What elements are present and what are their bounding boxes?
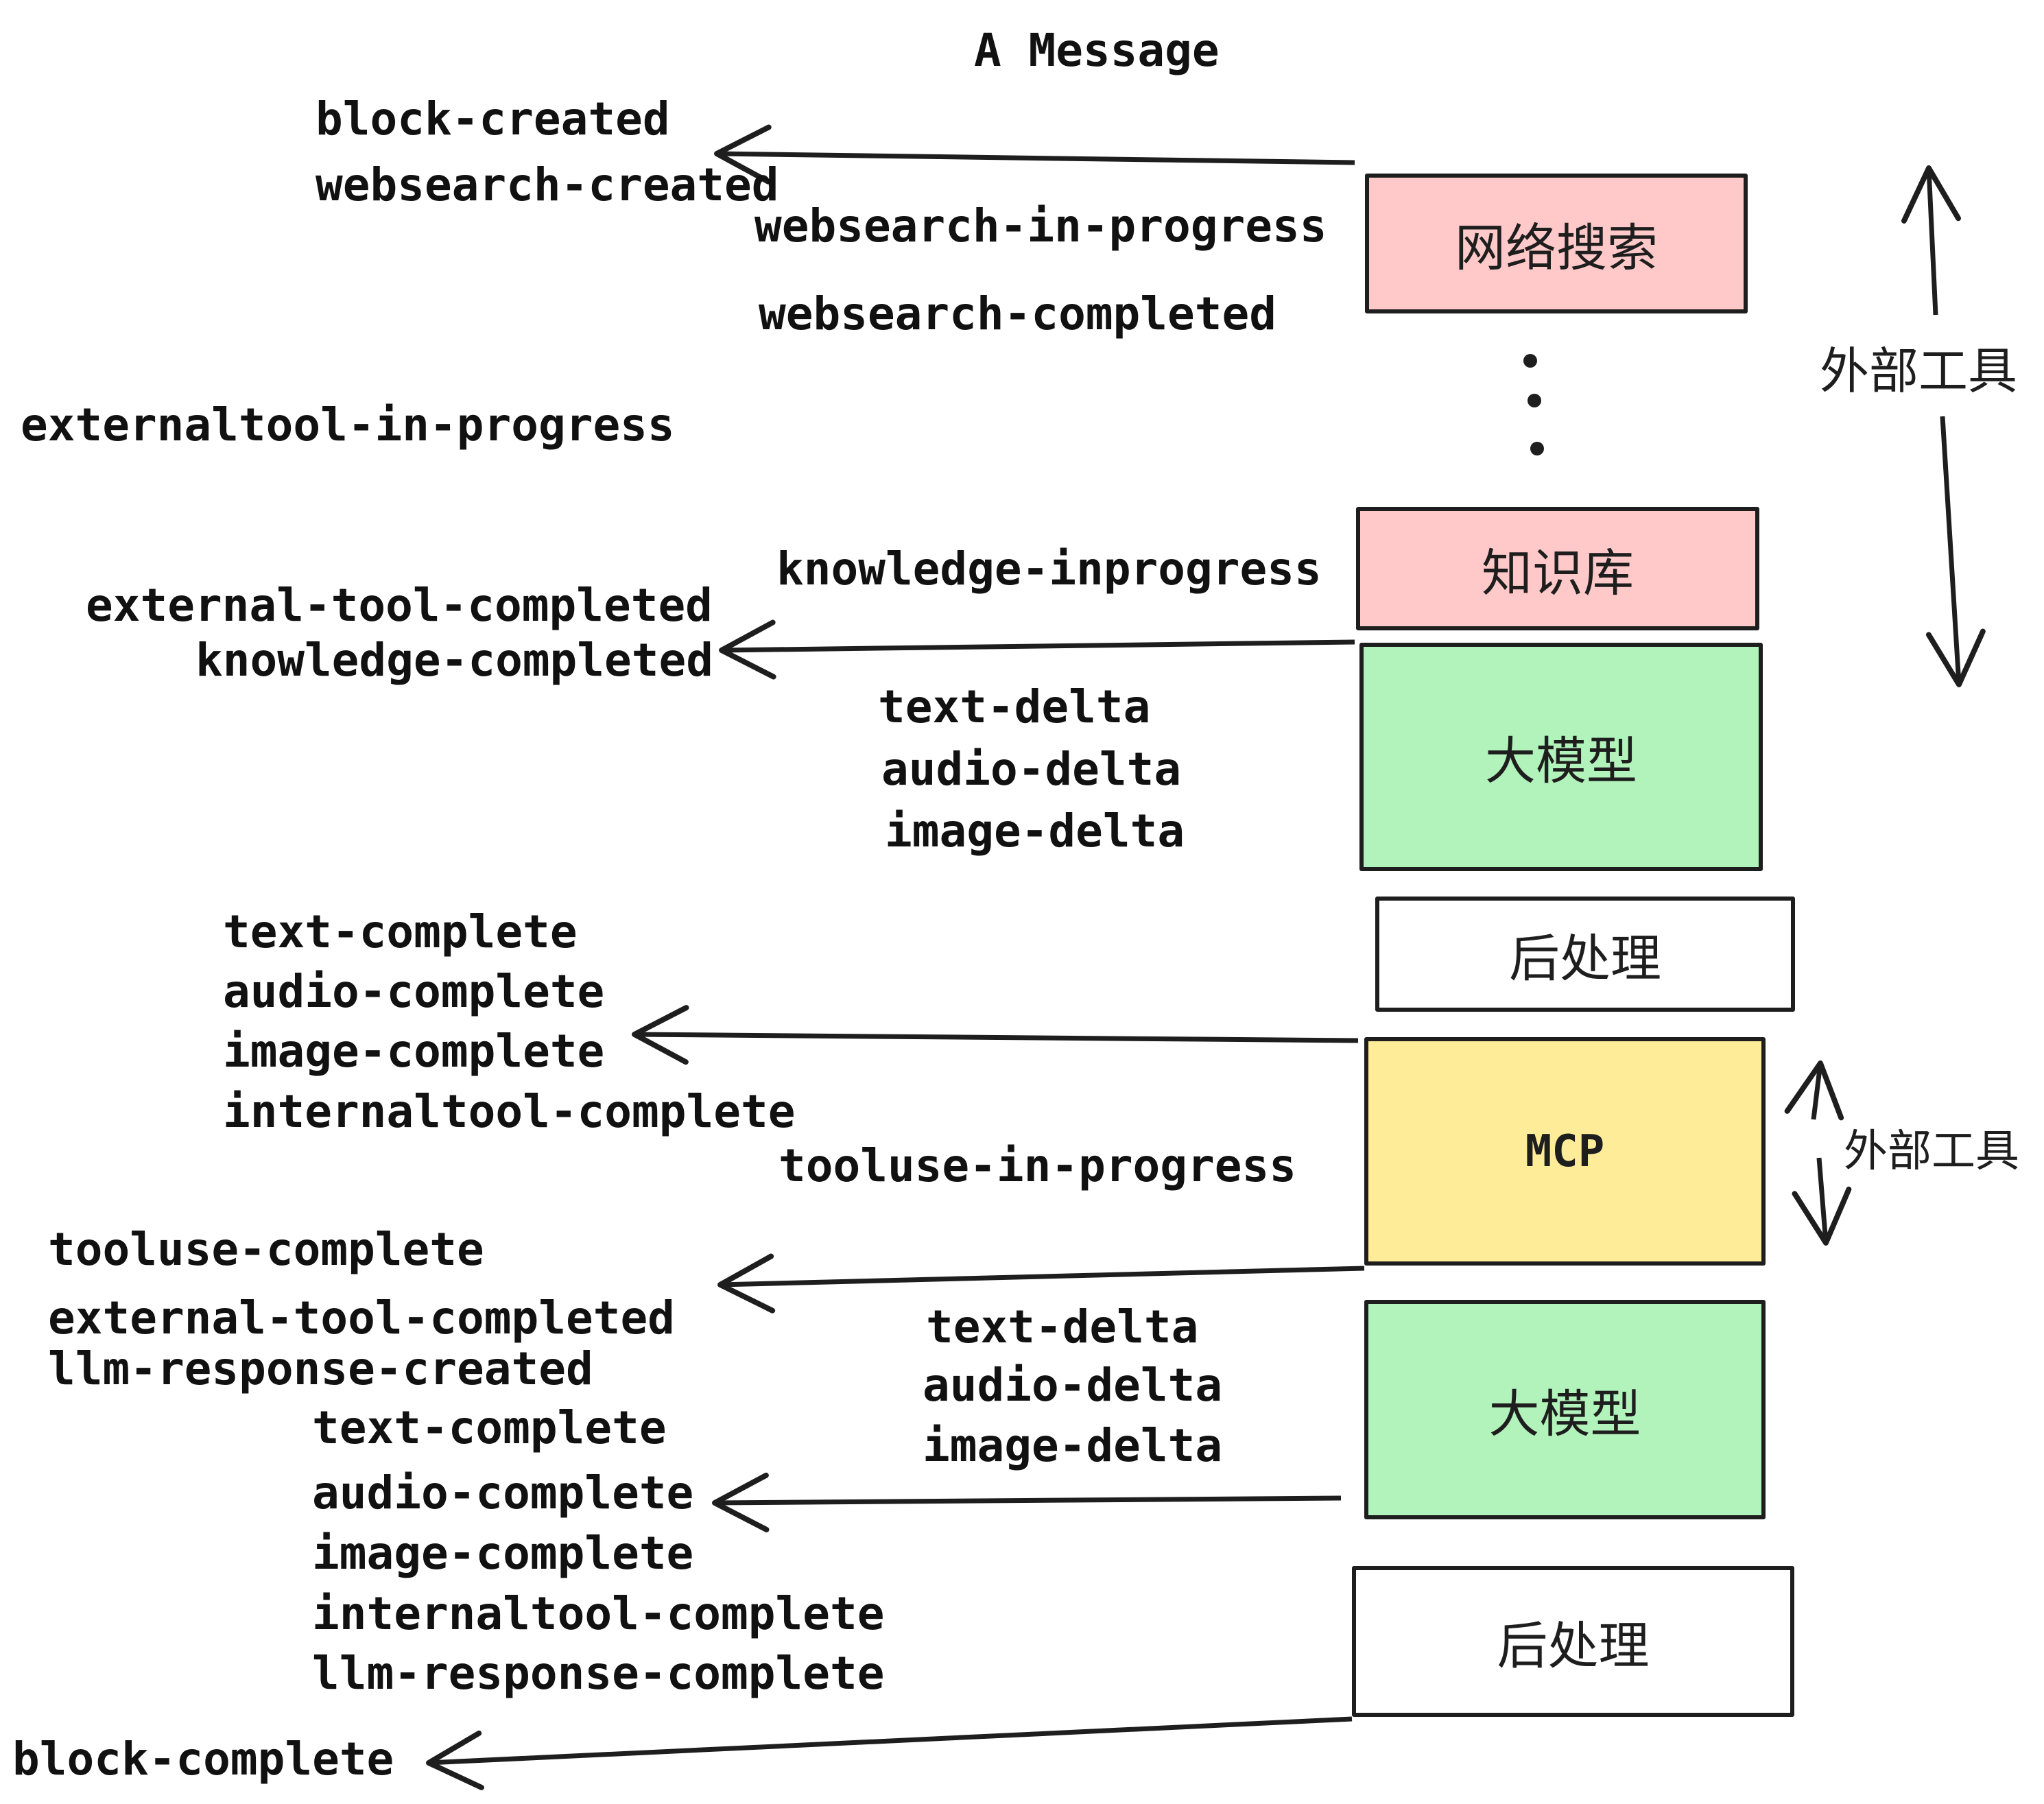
- box-llm-2-label: 大模型: [1488, 1384, 1641, 1444]
- event-label-audio-complete-2: audio-complete: [312, 1467, 694, 1519]
- event-label-knowledge-inprogress: knowledge-inprogress: [776, 543, 1322, 595]
- event-label-websearch-created: websearch-created: [316, 158, 779, 211]
- arrow-external-tools-up-2: [1784, 1060, 1844, 1121]
- box-llm-2: 大模型: [1364, 1300, 1766, 1519]
- event-label-audio-delta-1: audio-delta: [881, 743, 1182, 796]
- side-label-external-tools-1: 外部工具: [1820, 342, 2018, 400]
- event-label-tooluse-in-progress: tooluse-in-progress: [779, 1139, 1296, 1192]
- event-label-image-delta-2: image-delta: [923, 1419, 1223, 1472]
- diagram-title: A Message: [974, 24, 1220, 77]
- event-label-text-delta-2: text-delta: [926, 1301, 1199, 1353]
- box-postprocess-1: 后处理: [1375, 897, 1795, 1012]
- event-label-external-tool-completed: external-tool-completed: [86, 579, 713, 632]
- box-websearch-label: 网络搜索: [1455, 218, 1658, 278]
- event-label-internaltool-complete-2: internaltool-complete: [312, 1587, 885, 1640]
- event-label-internaltool-complete-1: internaltool-complete: [223, 1085, 796, 1138]
- arrow-audio-complete: [712, 1472, 1342, 1532]
- event-label-block-complete: block-complete: [12, 1733, 394, 1785]
- event-label-audio-delta-2: audio-delta: [923, 1359, 1223, 1412]
- event-label-image-complete-1: image-complete: [223, 1025, 605, 1078]
- event-label-external-tool-completed-2: external-tool-completed: [48, 1292, 675, 1344]
- box-postprocess-2: 后处理: [1352, 1566, 1794, 1717]
- box-mcp-label: MCP: [1525, 1126, 1605, 1177]
- box-websearch: 网络搜索: [1365, 174, 1748, 313]
- arrow-external-tools-up-1: [1901, 165, 1962, 316]
- box-mcp: MCP: [1364, 1037, 1766, 1266]
- event-label-websearch-in-progress: websearch-in-progress: [754, 200, 1327, 252]
- box-knowledge: 知识库: [1356, 507, 1759, 630]
- ellipsis-dots: [1523, 354, 1544, 455]
- arrow-internaltool-complete: [632, 1005, 1359, 1065]
- event-label-websearch-completed: websearch-completed: [759, 287, 1276, 340]
- event-label-text-complete-1: text-complete: [223, 905, 578, 958]
- box-knowledge-label: 知识库: [1482, 543, 1634, 603]
- event-label-image-complete-2: image-complete: [312, 1527, 694, 1580]
- side-label-external-tools-2: 外部工具: [1844, 1126, 2019, 1177]
- event-label-externaltool-in-progress: externaltool-in-progress: [21, 399, 675, 451]
- event-label-audio-complete-1: audio-complete: [223, 965, 605, 1018]
- event-label-tooluse-complete: tooluse-complete: [48, 1223, 484, 1276]
- box-llm-1: 大模型: [1359, 643, 1763, 871]
- arrow-knowledge-completed: [719, 619, 1355, 680]
- arrow-external-tools-down-1: [1925, 416, 1986, 687]
- arrow-block-complete: [426, 1716, 1353, 1790]
- box-postprocess-2-label: 后处理: [1497, 1616, 1650, 1676]
- arrow-external-tools-down-2: [1792, 1157, 1852, 1246]
- event-label-image-delta-1: image-delta: [885, 805, 1185, 857]
- box-postprocess-1-label: 后处理: [1509, 929, 1661, 988]
- box-llm-1-label: 大模型: [1485, 732, 1637, 791]
- event-label-block-created: block-created: [316, 93, 670, 145]
- event-label-llm-response-complete: llm-response-complete: [312, 1647, 885, 1700]
- event-label-text-delta-1: text-delta: [878, 680, 1151, 733]
- event-label-text-complete-2: text-complete: [312, 1401, 667, 1454]
- event-label-llm-response-created: llm-response-created: [48, 1342, 593, 1395]
- arrow-block-created: [714, 124, 1355, 185]
- event-label-knowledge-completed: knowledge-completed: [195, 634, 713, 687]
- arrow-tooluse-complete: [717, 1253, 1365, 1314]
